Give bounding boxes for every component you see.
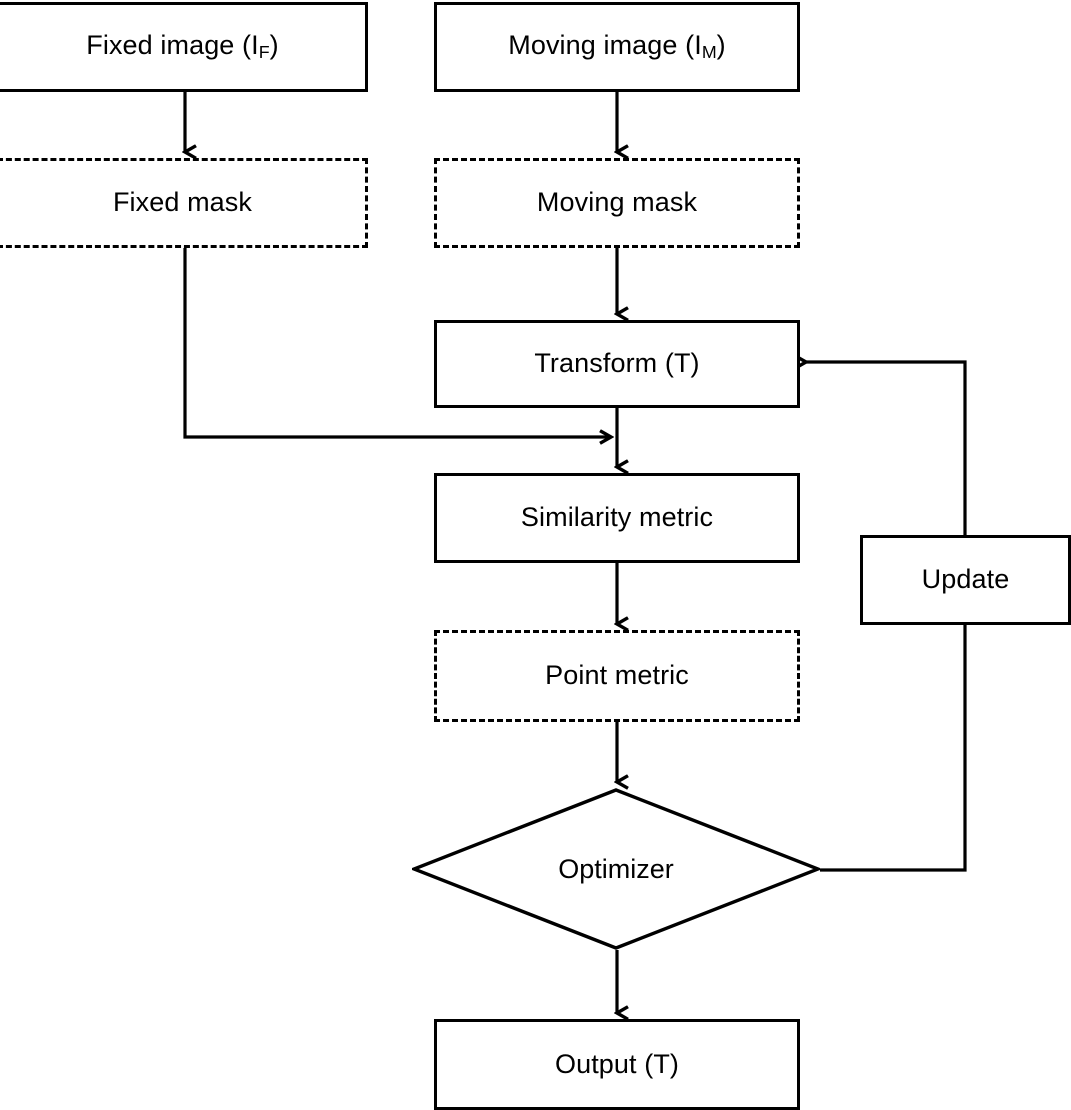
node-point-metric: Point metric xyxy=(434,630,800,722)
node-similarity-metric-label: Similarity metric xyxy=(520,502,714,533)
node-output-label: Output (T) xyxy=(554,1048,680,1079)
node-moving-mask-label: Moving mask xyxy=(536,187,698,218)
diamond-shape xyxy=(412,788,820,950)
node-transform-label: Transform (T) xyxy=(534,348,700,379)
node-moving-image-label: Moving image (IM) xyxy=(508,30,726,63)
node-moving-image: Moving image (IM) xyxy=(434,2,800,92)
node-fixed-image: Fixed image (IF) xyxy=(0,2,368,92)
node-fixed-mask-label: Fixed mask xyxy=(112,187,253,218)
node-point-metric-label: Point metric xyxy=(545,660,689,691)
node-optimizer: Optimizer xyxy=(412,788,820,950)
node-transform: Transform (T) xyxy=(434,320,800,408)
node-optimizer-label: Optimizer xyxy=(558,853,674,884)
node-fixed-mask: Fixed mask xyxy=(0,158,368,248)
node-fixed-image-label: Fixed image (IF) xyxy=(86,30,279,63)
node-moving-mask: Moving mask xyxy=(434,158,800,248)
node-update-label: Update xyxy=(921,564,1010,595)
node-similarity-metric: Similarity metric xyxy=(434,473,800,563)
edge-fixed-mask-to-similarity xyxy=(183,248,611,437)
node-update: Update xyxy=(860,535,1071,625)
node-output: Output (T) xyxy=(434,1019,800,1110)
